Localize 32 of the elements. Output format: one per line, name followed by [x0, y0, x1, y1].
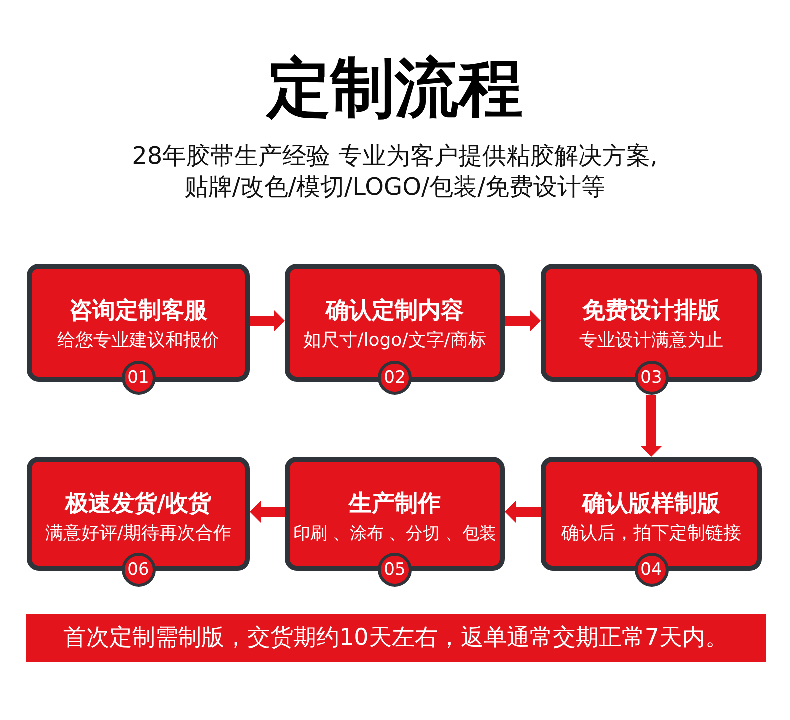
step-description: 如尺寸/logo/文字/商标: [304, 329, 486, 353]
number-circle: [378, 553, 412, 587]
arrow: [505, 310, 541, 332]
step-description: 专业设计满意为止: [580, 329, 724, 353]
subtitle: 28年胶带生产经验 专业为客户提供粘胶解决方案,贴牌/改色/模切/LOGO/包装/免费设计等: [131, 141, 659, 203]
step-title: 咨询定制客服: [70, 297, 208, 326]
step-description: 确认后，拍下定制链接: [562, 522, 742, 546]
step-title: 生产制作: [349, 490, 441, 519]
arrow: [640, 395, 662, 457]
step-description: 给您专业建议和报价: [58, 329, 220, 353]
step-title: 极速发货/收货: [65, 490, 212, 519]
step-box: [285, 264, 505, 382]
step-number: 05: [384, 560, 406, 580]
step-title: 确认定制内容: [326, 297, 464, 326]
step-title: 确认版样制版: [582, 490, 720, 519]
step-box: [27, 264, 250, 382]
number-circle: [378, 361, 412, 395]
step-description: 满意好评/期待再次合作: [45, 522, 232, 546]
step-description: 印刷 、涂布 、分切 、包装: [293, 523, 497, 546]
arrow: [250, 501, 285, 523]
title: 定制流程: [264, 56, 524, 122]
step-number: 02: [384, 368, 406, 388]
arrow: [505, 501, 541, 523]
notice-text: 首次定制需制版，交货期约10天左右，返单通常交期正常7天内。: [64, 624, 728, 653]
step-number: 04: [640, 560, 662, 580]
notice-banner: [26, 614, 766, 662]
step-title: 免费设计排版: [582, 297, 720, 326]
step-number: 01: [128, 368, 150, 388]
arrow: [250, 310, 285, 332]
step-number: 06: [128, 560, 150, 580]
step-number: 03: [640, 368, 662, 388]
step-box: [541, 264, 762, 382]
